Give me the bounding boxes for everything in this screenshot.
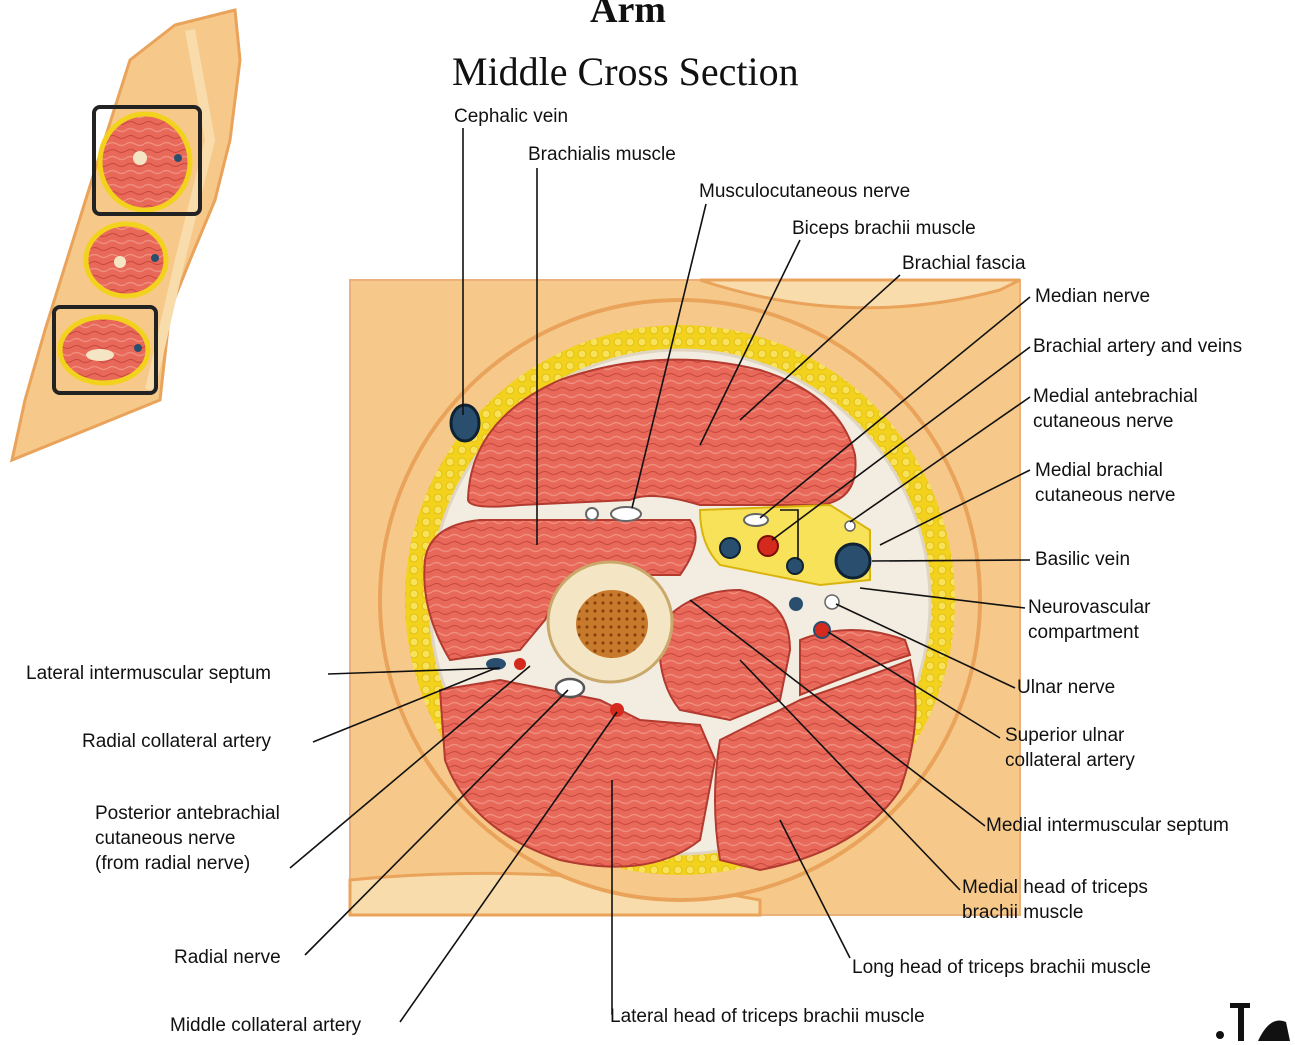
musculocutaneous-nerve: [611, 507, 641, 521]
label-brachialis-muscle: Brachialis muscle: [528, 142, 676, 167]
label-radial-nerve: Radial nerve: [174, 945, 281, 970]
label-brachial-fascia: Brachial fascia: [902, 251, 1026, 276]
label-medial-antebrachial-cutaneous-nerve: Medial antebrachial cutaneous nerve: [1033, 384, 1198, 434]
brachial-vein-1: [720, 538, 740, 558]
label-middle-collateral-artery: Middle collateral artery: [170, 1013, 361, 1038]
page-subtitle: Middle Cross Section: [452, 48, 799, 95]
label-cephalic-vein: Cephalic vein: [454, 104, 568, 129]
cephalic-vein: [451, 405, 479, 441]
label-median-nerve: Median nerve: [1035, 284, 1150, 309]
arm-thumbnail: [12, 10, 240, 460]
label-brachial-artery-and-veins: Brachial artery and veins: [1033, 334, 1242, 359]
label-long-head-triceps: Long head of triceps brachii muscle: [852, 955, 1151, 980]
label-biceps-brachii-muscle: Biceps brachii muscle: [792, 216, 976, 241]
page-title: Arm: [590, 0, 666, 32]
label-radial-collateral-artery: Radial collateral artery: [82, 729, 271, 754]
ulnar-nerve: [825, 595, 839, 609]
basilic-vein: [836, 544, 870, 578]
label-lateral-head-triceps: Lateral head of triceps brachii muscle: [610, 1004, 925, 1029]
superior-ulnar-collateral-artery: [814, 622, 830, 638]
label-superior-ulnar-collateral-artery: Superior ulnar collateral artery: [1005, 723, 1135, 773]
bone-marrow: [576, 590, 648, 658]
label-lateral-intermuscular-septum: Lateral intermuscular septum: [26, 661, 271, 686]
cross-section: [350, 280, 1020, 915]
label-neurovascular-compartment: Neurovascular compartment: [1028, 595, 1151, 645]
medial-antebrachial-nerve: [845, 521, 855, 531]
label-medial-head-triceps: Medial head of triceps brachii muscle: [962, 875, 1148, 925]
brachial-vein-2: [787, 558, 803, 574]
label-medial-brachial-cutaneous-nerve: Medial brachial cutaneous nerve: [1035, 458, 1176, 508]
radial-nerve: [556, 679, 584, 697]
label-medial-intermuscular-septum: Medial intermuscular septum: [986, 813, 1229, 838]
label-posterior-antebrachial-cutaneous-nerve: Posterior antebrachial cutaneous nerve (…: [95, 801, 280, 876]
logo-mark: [1216, 1003, 1290, 1041]
label-ulnar-nerve: Ulnar nerve: [1017, 675, 1115, 700]
medial-head-triceps: [659, 590, 790, 720]
label-basilic-vein: Basilic vein: [1035, 547, 1130, 572]
middle-collateral-artery: [610, 703, 624, 717]
label-musculocutaneous-nerve: Musculocutaneous nerve: [699, 179, 910, 204]
brachial-artery: [758, 536, 778, 556]
median-nerve: [744, 514, 768, 526]
